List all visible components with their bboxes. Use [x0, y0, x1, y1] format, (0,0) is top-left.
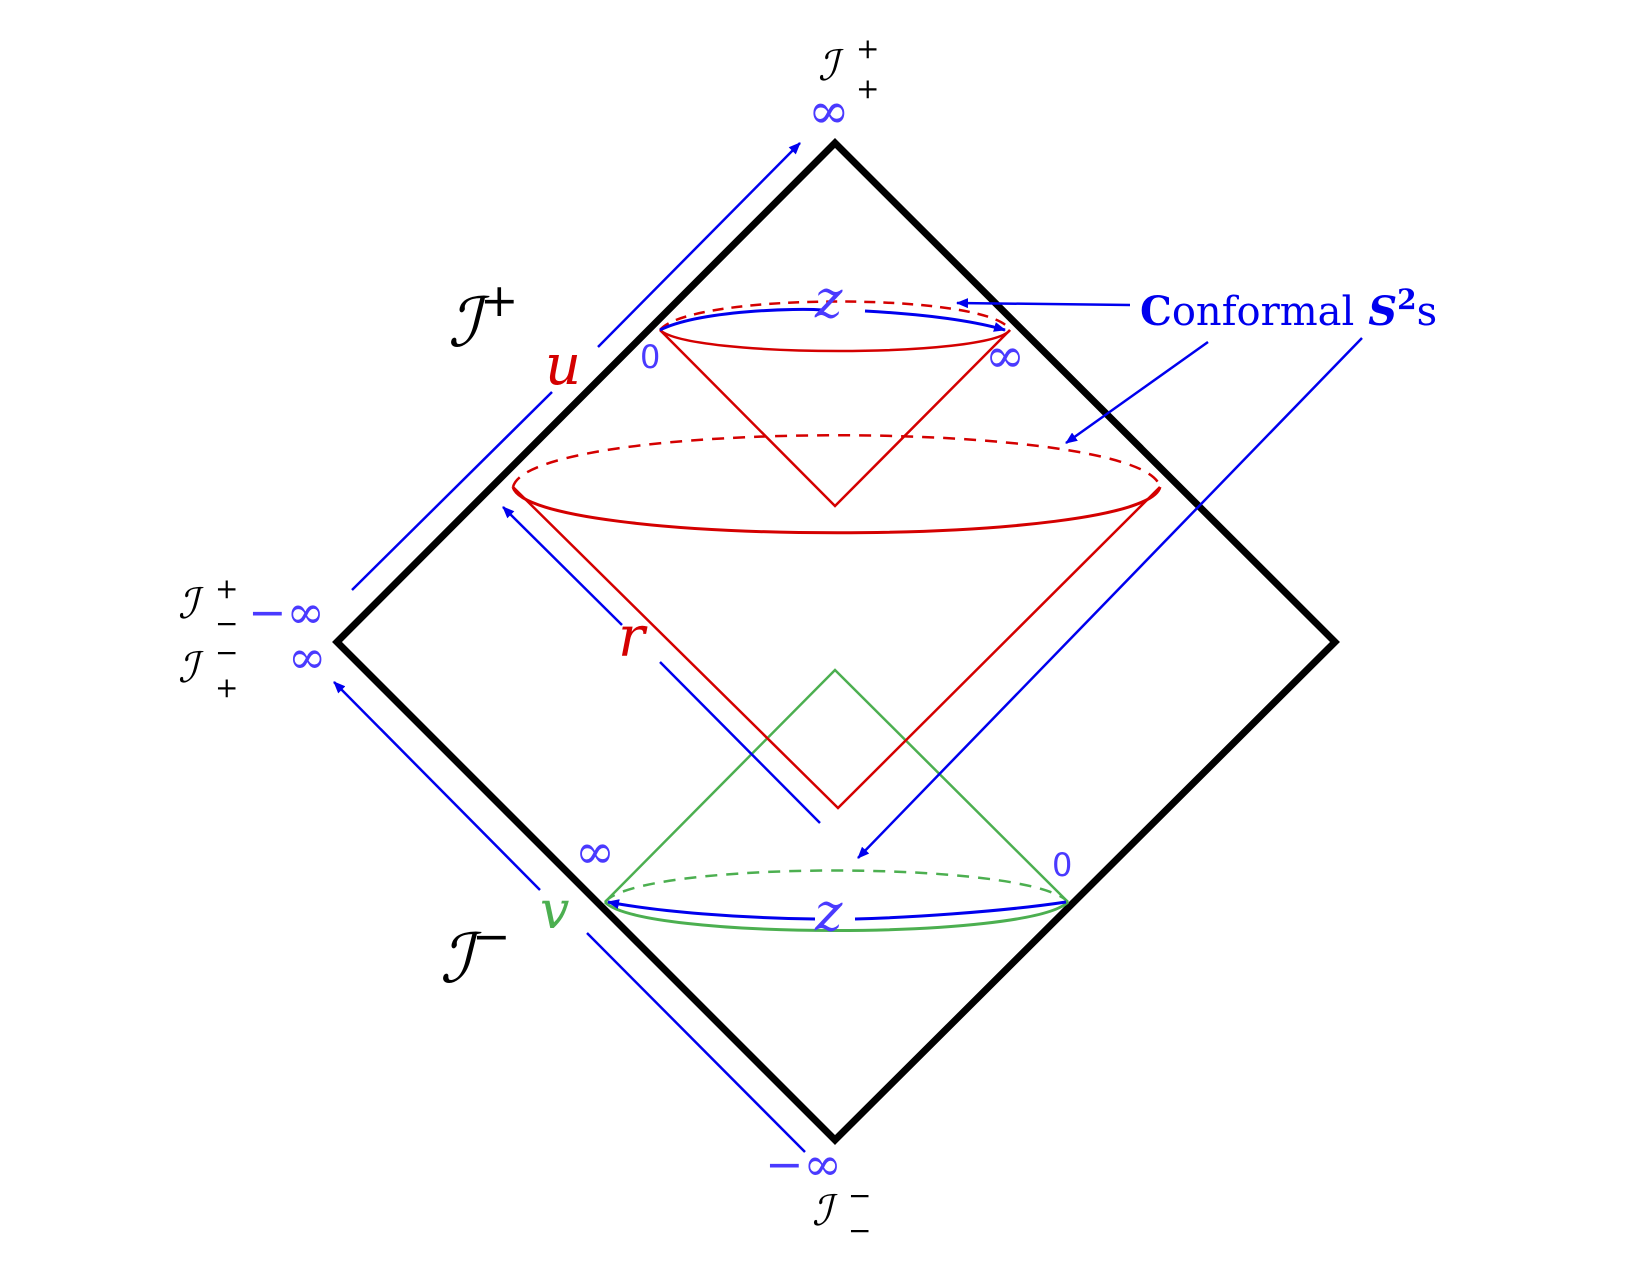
- z-arrow-lower: [608, 902, 1067, 921]
- svg-text:+: +: [856, 32, 879, 65]
- r-coordinate-label: r: [618, 605, 648, 670]
- pointer-to-green-sphere: [857, 337, 1363, 859]
- svg-text:ℐ: ℐ: [178, 579, 204, 628]
- scri-minus-label: ℐ−: [440, 909, 511, 999]
- r-arrow-upper: [502, 506, 623, 626]
- green-light-cone: [603, 668, 1070, 932]
- svg-text:−: −: [848, 1179, 871, 1212]
- red-small-sphere-back: [659, 300, 1012, 331]
- red-large-cone: [511, 434, 1162, 810]
- left-lower-corner-label: ℐ − +: [178, 636, 238, 704]
- svg-text:ℐ: ℐ: [178, 643, 204, 692]
- v-arrow-lower: [586, 932, 806, 1153]
- red-large-sphere-back: [511, 434, 1162, 488]
- left-lower-limit-label: ∞: [288, 630, 326, 684]
- u-arrow-upper: [597, 142, 801, 348]
- svg-text:+: +: [856, 72, 879, 105]
- v-arrow-upper: [333, 681, 541, 891]
- pointer-to-large-sphere: [1065, 340, 1209, 445]
- bottom-limit-label: −∞: [765, 1137, 842, 1191]
- z-arrow-upper: [659, 307, 1005, 330]
- svg-text:−: −: [215, 636, 238, 669]
- left-upper-corner-label: ℐ + −: [178, 572, 238, 640]
- svg-text:ℐ: ℐ: [812, 1186, 838, 1235]
- left-upper-limit-label: −∞: [248, 585, 325, 639]
- lower-sphere-infinity-label: ∞: [575, 824, 615, 880]
- svg-text:+: +: [215, 671, 238, 704]
- z-lower-label: z: [814, 883, 843, 943]
- red-large-sphere-front: [511, 486, 1162, 535]
- upper-sphere-zero-label: 0: [640, 338, 660, 376]
- green-sphere-back: [604, 869, 1069, 903]
- lower-sphere-zero-label: 0: [1052, 846, 1072, 884]
- scri-plus-label: ℐ+: [448, 273, 519, 363]
- red-small-sphere-front: [659, 329, 1012, 353]
- u-coordinate-label: u: [545, 333, 581, 398]
- green-cone-edges: [604, 668, 1069, 903]
- penrose-diamond-frame: [332, 138, 1340, 1145]
- pointer-to-small-sphere: [956, 298, 1131, 309]
- red-small-cone-edges: [659, 329, 1011, 508]
- z-upper-label: z: [814, 270, 843, 330]
- r-arrow-lower: [659, 661, 821, 824]
- red-large-cone-edges: [512, 486, 1161, 810]
- v-coordinate-label: v: [540, 881, 569, 941]
- svg-text:−: −: [848, 1214, 871, 1247]
- svg-text:+: +: [215, 572, 238, 605]
- green-sphere-front: [603, 900, 1070, 932]
- u-arrow-lower: [351, 391, 553, 591]
- red-small-cone: [659, 300, 1012, 508]
- svg-text:−: −: [215, 607, 238, 640]
- upper-sphere-infinity-label: ∞: [985, 328, 1025, 384]
- top-limit-label: ∞: [808, 82, 850, 140]
